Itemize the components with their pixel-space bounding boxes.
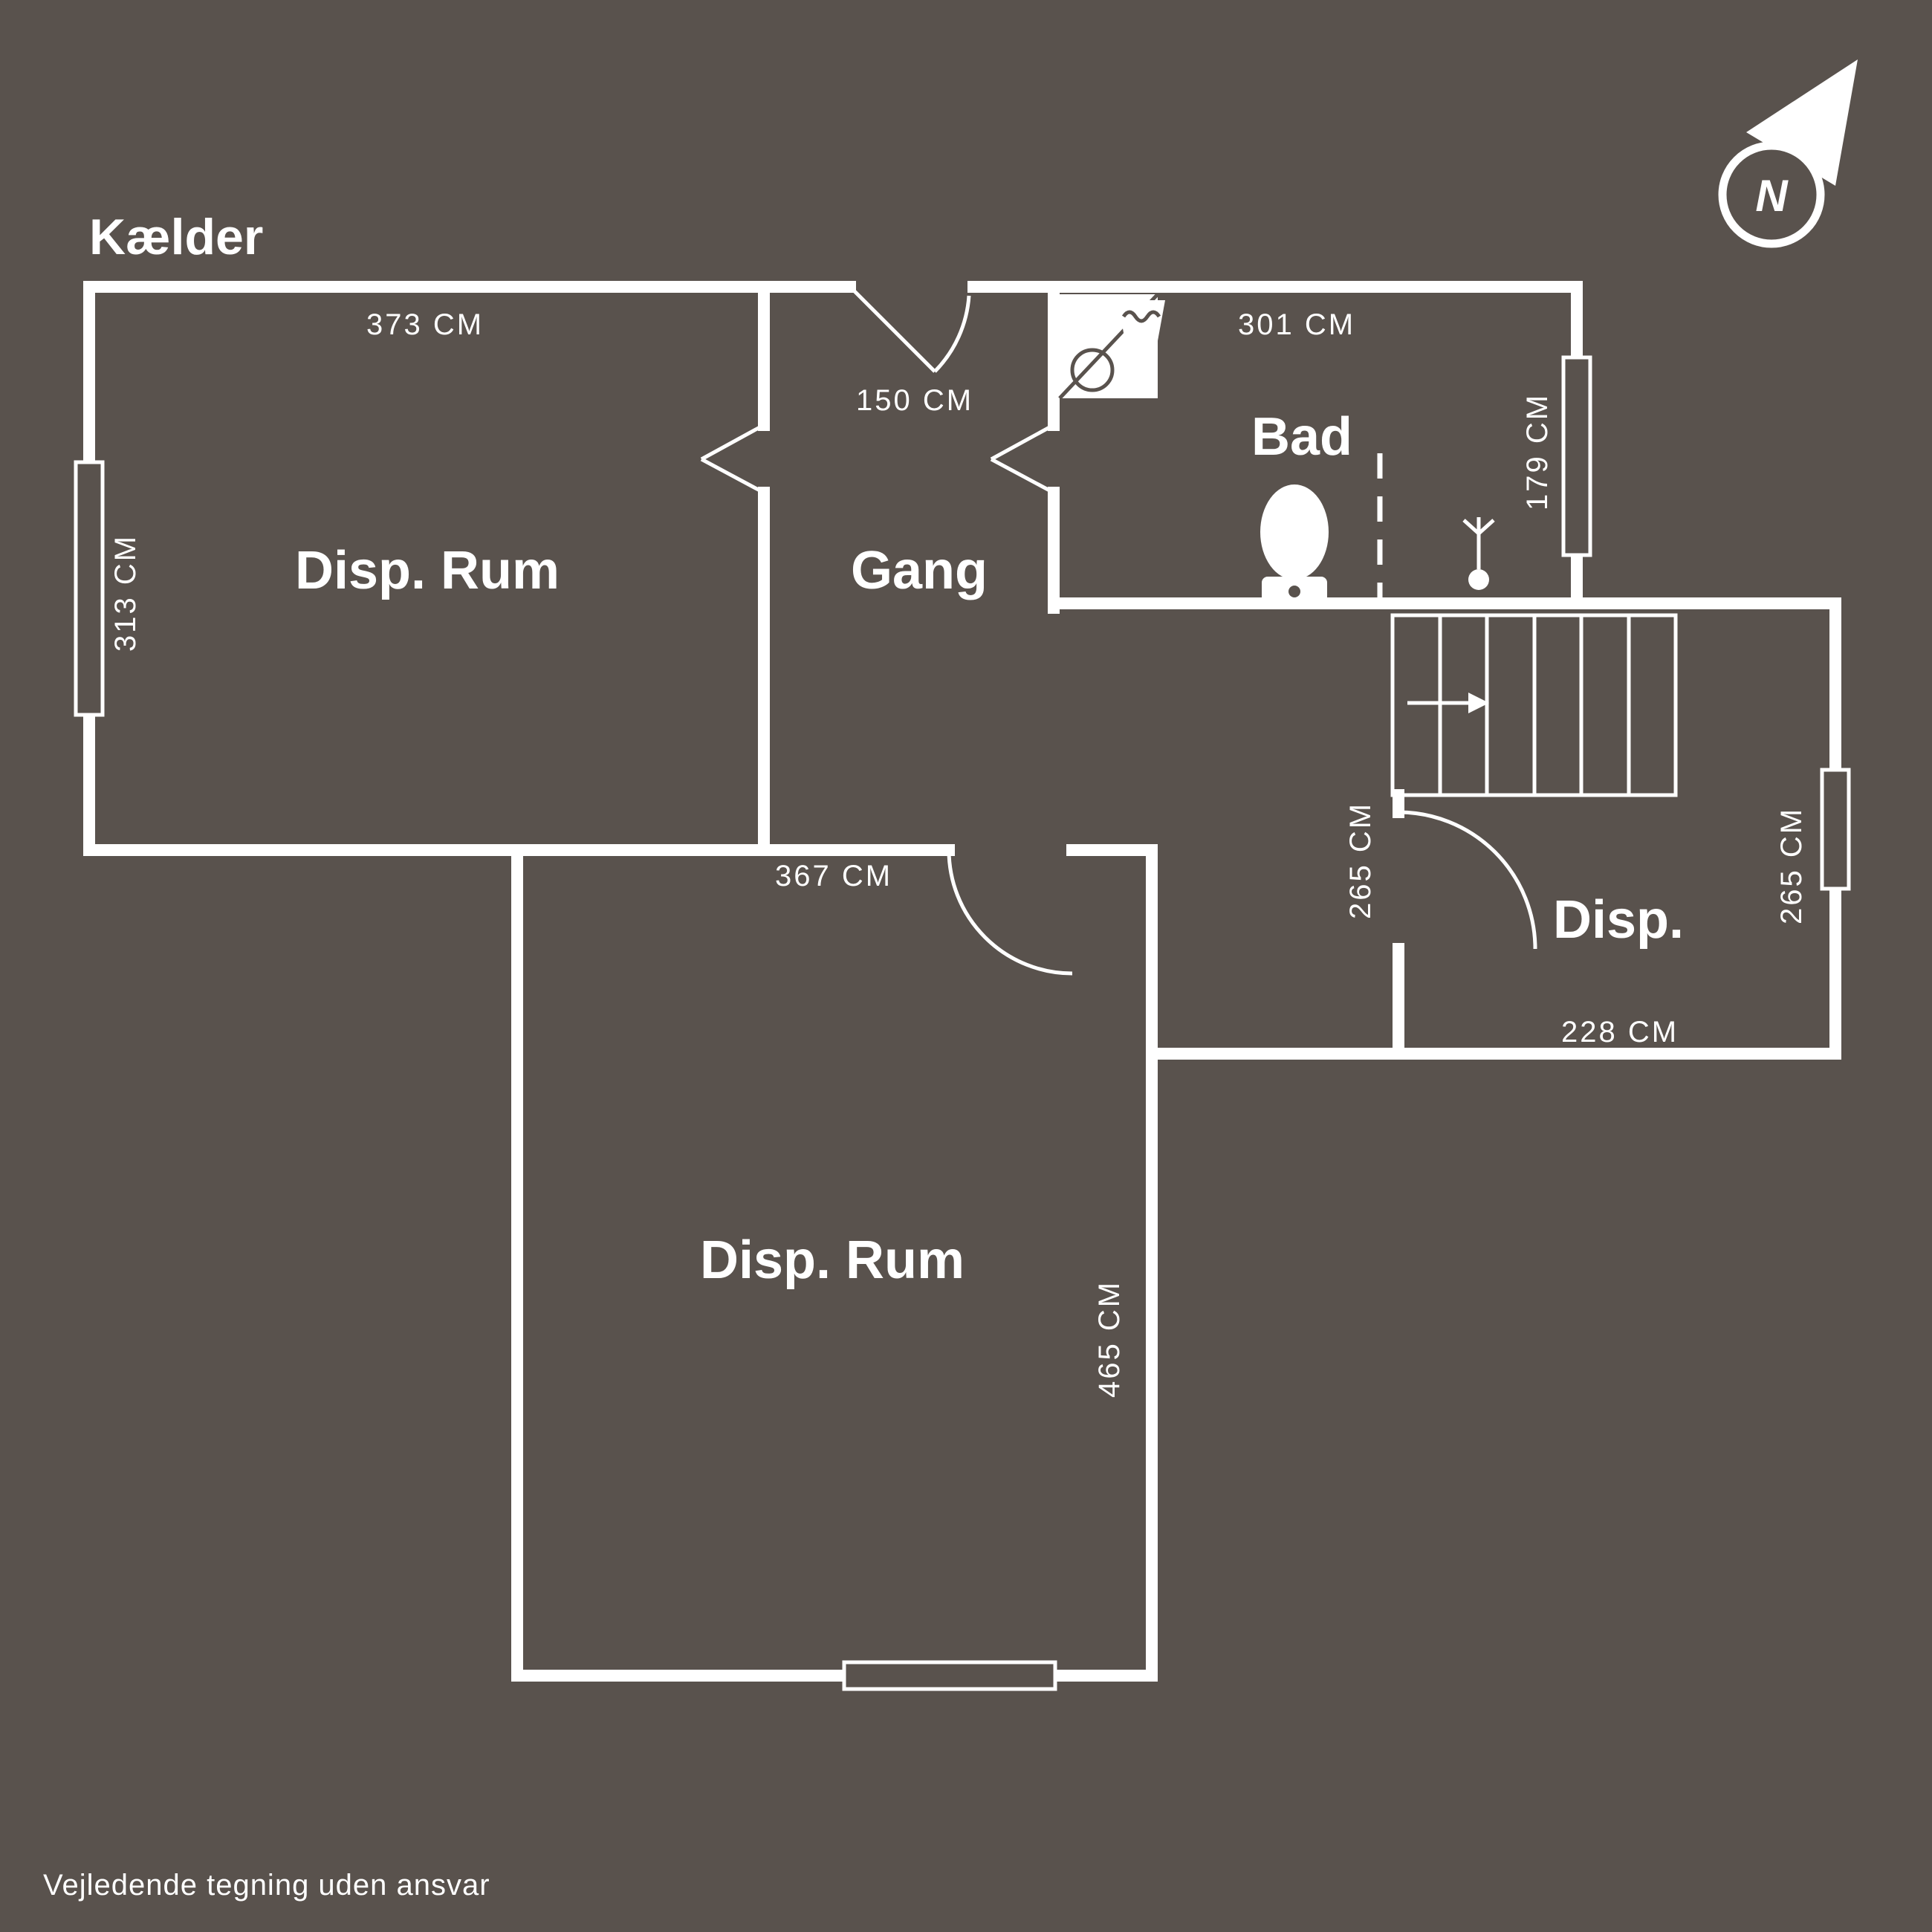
entrance-door-arc — [933, 295, 971, 373]
sink-icon — [1058, 293, 1165, 400]
stairs-treads — [1438, 615, 1631, 795]
room-label-bad: Bad — [1251, 407, 1352, 467]
compass-needle-icon — [1746, 59, 1858, 186]
page-title: Kælder — [89, 209, 263, 265]
room-label-gang: Gang — [851, 541, 988, 600]
dim-label-bad-right: 179 CM — [1521, 393, 1554, 510]
north-compass: N — [1718, 59, 1858, 248]
room-label-disp-rum-upper: Disp. Rum — [295, 541, 560, 600]
dim-label-lower-room-right: 465 CM — [1093, 1280, 1126, 1398]
dim-label-right-wall: 265 CM — [1775, 807, 1808, 924]
room-label-disp-rum-lower: Disp. Rum — [700, 1231, 965, 1290]
dim-label-middle-wall: 367 CM — [775, 860, 892, 892]
windows — [74, 355, 1851, 1691]
shower-icon — [1462, 517, 1495, 590]
compass-north-label: N — [1755, 171, 1789, 221]
stairs-direction-arrow-icon — [1468, 693, 1489, 713]
door-arc-disp — [1398, 810, 1537, 950]
opening-disprum-gang — [700, 423, 765, 495]
dimension-labels: 373 CM 150 CM 301 CM 179 CM 313 CM 367 C… — [109, 308, 1808, 1398]
dim-label-stairs-left: 265 CM — [1344, 802, 1377, 919]
window-lower-room-bottom — [842, 1660, 1057, 1691]
window-disp-right — [1820, 768, 1851, 891]
bathroom-fixtures — [1058, 293, 1495, 606]
dim-label-gang-entrance: 150 CM — [856, 384, 973, 417]
compass-circle — [1718, 141, 1825, 248]
dim-label-left-wall: 313 CM — [109, 534, 142, 652]
room-labels: Disp. Rum Gang Bad Disp. Disp. Rum — [295, 407, 1684, 1290]
dim-label-bad-top: 301 CM — [1238, 308, 1355, 341]
opening-gang-bad — [990, 423, 1055, 495]
window-bad-right — [1561, 355, 1592, 557]
entrance-door-leaf — [849, 285, 936, 373]
toilet-icon — [1260, 484, 1329, 606]
window-left-wall — [74, 460, 105, 717]
doors-and-openings — [700, 285, 1537, 976]
stairs — [1390, 613, 1678, 797]
dim-label-top-left: 373 CM — [366, 308, 484, 341]
door-arc-lower-room — [947, 849, 1073, 976]
dim-label-disp-bottom: 228 CM — [1561, 1016, 1679, 1048]
disclaimer: Vejledende tegning uden ansvar — [43, 1869, 490, 1902]
room-label-disp: Disp. — [1553, 890, 1684, 950]
